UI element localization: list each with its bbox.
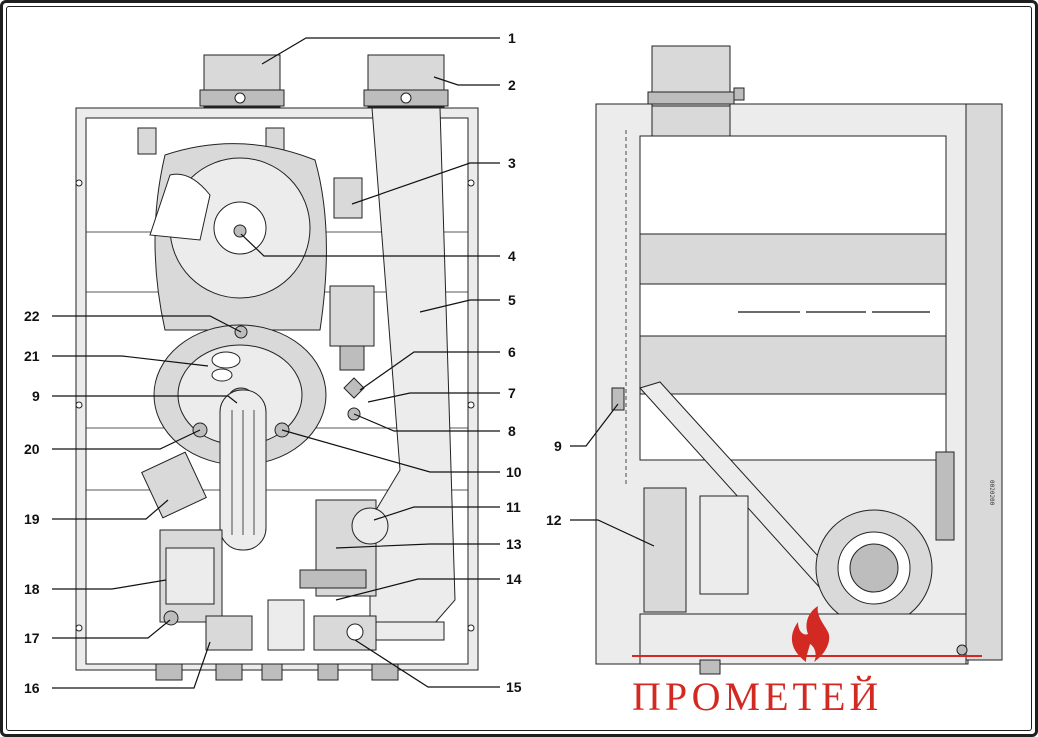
ignition-transformer — [141, 451, 207, 519]
callout-15: 15 — [506, 679, 522, 695]
callout-side-12: 12 — [546, 512, 562, 528]
callout-18: 18 — [24, 581, 40, 597]
callout-numbers-left: 22 21 9 20 19 18 17 16 — [24, 308, 40, 696]
callout-2: 2 — [508, 77, 516, 93]
fan-cover-cutout — [149, 173, 211, 241]
callout-19: 19 — [24, 511, 40, 527]
leaders-right-labels — [240, 37, 500, 688]
callout-16: 16 — [24, 680, 40, 696]
side-heat-exchanger-top — [639, 135, 947, 235]
callout-10: 10 — [506, 464, 522, 480]
gas-valve — [313, 615, 377, 651]
brand-name: ПРОМЕТЕЙ — [632, 674, 882, 719]
callout-13: 13 — [506, 536, 522, 552]
callout-1: 1 — [508, 30, 516, 46]
flame-icon — [791, 606, 830, 662]
callout-9: 9 — [32, 388, 40, 404]
callout-5: 5 — [508, 292, 516, 308]
side-view: 0020200 — [595, 45, 1003, 675]
callout-side-9: 9 — [554, 438, 562, 454]
callout-8: 8 — [508, 423, 516, 439]
callout-numbers-side: 9 12 — [546, 438, 562, 528]
callout-22: 22 — [24, 308, 40, 324]
diagram-inner-border — [6, 6, 1032, 731]
callout-21: 21 — [24, 348, 40, 364]
pressure-sensor — [329, 285, 375, 347]
safety-valve — [205, 615, 253, 651]
callout-11: 11 — [506, 499, 521, 515]
callout-20: 20 — [24, 441, 40, 457]
brand-logo: ПРОМЕТЕЙ — [632, 606, 982, 719]
front-view — [75, 54, 479, 681]
air-vent — [333, 177, 363, 219]
leaders-left-labels — [52, 315, 242, 689]
callout-17: 17 — [24, 630, 40, 646]
side-rear-panel — [965, 103, 1003, 661]
serial-code: 0020200 — [988, 480, 995, 506]
callout-7: 7 — [508, 385, 516, 401]
callout-6: 6 — [508, 344, 516, 360]
leaders-side — [570, 403, 655, 547]
callout-3: 3 — [508, 155, 516, 171]
side-valve-body — [643, 487, 687, 613]
callout-numbers-right: 1 2 3 4 5 6 7 8 10 11 13 14 15 — [506, 30, 522, 695]
callout-4: 4 — [508, 248, 516, 264]
callout-14: 14 — [506, 571, 522, 587]
